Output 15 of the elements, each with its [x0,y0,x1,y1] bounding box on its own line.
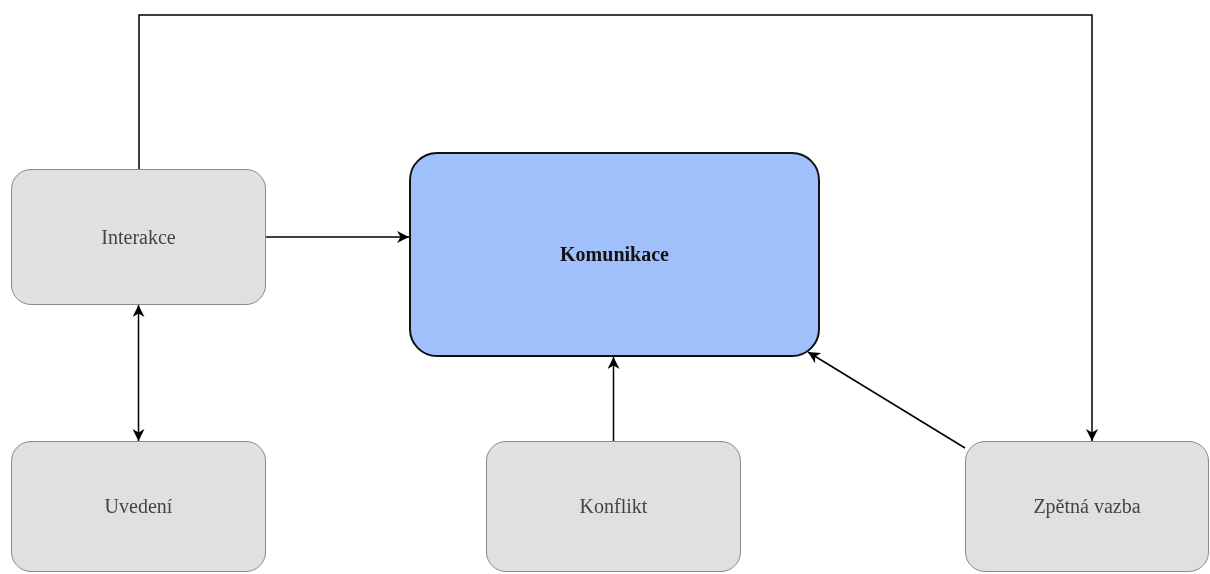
process-box [965,441,1209,572]
node-label: Zpětná vazba [1033,495,1141,518]
main-box [409,152,820,357]
process-box [486,441,741,572]
node-label: Konflikt [579,495,648,518]
node-label: Interakce [101,225,176,249]
arrow [807,351,966,449]
process-box [11,441,266,572]
node-label: Uvedení [104,495,173,518]
node-label: Komunikace [560,243,669,266]
arrow [607,356,620,442]
arrow [265,231,410,243]
process-box [11,169,266,305]
arrow [132,304,145,442]
arrow [138,14,1098,442]
